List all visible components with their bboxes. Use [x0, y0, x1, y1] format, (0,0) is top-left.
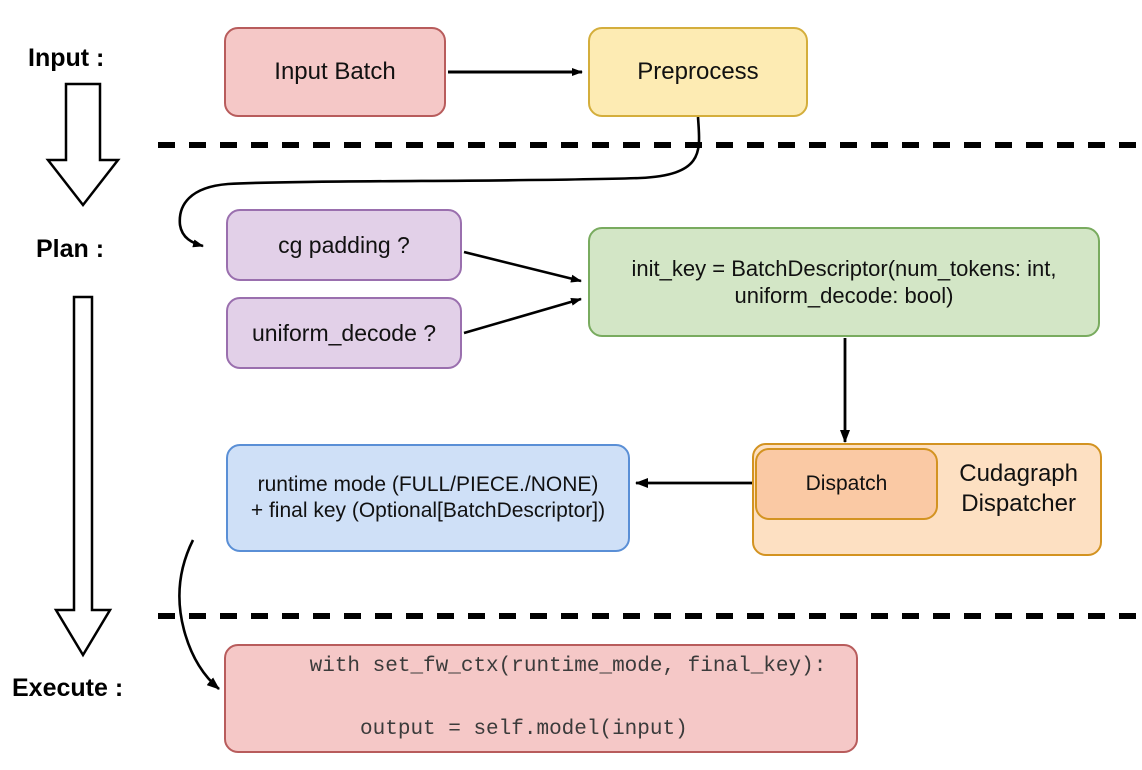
node-input-batch[interactable]: Input Batch	[224, 27, 446, 117]
node-runtime-mode[interactable]: runtime mode (FULL/PIECE./NONE) + final …	[226, 444, 630, 552]
input-to-plan-block-arrow	[45, 82, 121, 208]
stage-label-execute: Execute :	[12, 674, 124, 702]
node-preprocess-label: Preprocess	[637, 58, 759, 85]
node-uniform-decode[interactable]: uniform_decode ?	[226, 297, 462, 369]
node-dispatch[interactable]: Dispatch	[755, 448, 938, 520]
node-code-block[interactable]: with set_fw_ctx(runtime_mode, final_key)…	[224, 644, 858, 753]
node-runtime-mode-line2: + final key (Optional[BatchDescriptor])	[250, 499, 606, 522]
node-init-key-line2: uniform_decode: bool)	[734, 283, 954, 308]
arrow-runtime-mode-to-code-block	[178, 539, 220, 690]
arrow-cg-padding-to-init-key	[463, 250, 582, 283]
node-code-block-line2: output = self.model(input)	[309, 718, 688, 742]
node-cg-padding[interactable]: cg padding ?	[226, 209, 462, 281]
node-preprocess[interactable]: Preprocess	[588, 27, 808, 117]
plan-to-execute-block-arrow	[53, 295, 113, 658]
node-cg-padding-label: cg padding ?	[278, 231, 410, 258]
node-code-block-line1: with set_fw_ctx(runtime_mode, final_key)…	[309, 655, 827, 679]
node-init-key-line1: init_key = BatchDescriptor(num_tokens: i…	[631, 255, 1057, 281]
node-input-batch-label: Input Batch	[274, 58, 396, 85]
stage-label-input: Input :	[28, 44, 105, 72]
node-cudagraph-dispatcher-line2: Dispatcher	[961, 490, 1076, 517]
node-dispatch-label: Dispatch	[805, 471, 888, 495]
node-init-key[interactable]: init_key = BatchDescriptor(num_tokens: i…	[588, 227, 1100, 337]
node-cudagraph-dispatcher-line1: Cudagraph	[959, 460, 1078, 487]
arrow-uniform-decode-to-init-key	[463, 297, 582, 335]
node-runtime-mode-line1: runtime mode (FULL/PIECE./NONE)	[257, 472, 599, 496]
stage-label-plan: Plan :	[36, 235, 105, 263]
node-uniform-decode-label: uniform_decode ?	[251, 319, 437, 346]
